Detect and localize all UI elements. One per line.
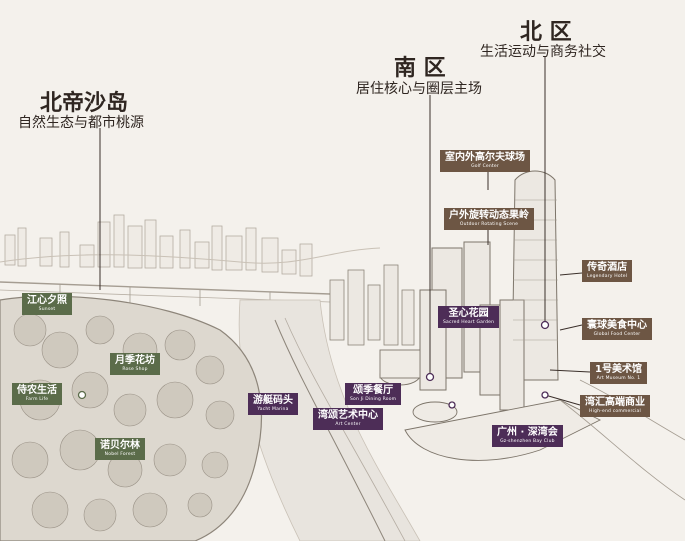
label-art-museum[interactable]: 1号美术馆 Art Museum No. 1: [590, 362, 647, 384]
label-dining-room-zh: 颂季餐厅: [353, 385, 394, 396]
label-art-center-en: Art Center: [335, 422, 361, 427]
north-zone-subtitle: 生活运动与商务社交: [480, 44, 606, 60]
label-yacht-marina[interactable]: 游艇码头 Yacht Marina: [248, 393, 298, 415]
label-sunset[interactable]: 江心夕照 Sunset: [22, 293, 72, 315]
label-farm-life-zh: 侍农生活: [17, 385, 57, 396]
label-rose-shop[interactable]: 月季花坊 Rose Shop: [110, 353, 160, 375]
label-golf-center-en: Golf Center: [471, 164, 499, 169]
label-bay-club-zh: 广州 · 深湾会: [497, 427, 558, 438]
south-zone-subtitle: 居住核心与圈层主场: [356, 81, 482, 97]
label-farm-life-en: Farm Life: [25, 397, 49, 402]
label-yacht-marina-zh: 游艇码头: [253, 395, 293, 406]
label-sacred-heart-garden[interactable]: 圣心花园 Sacred Heart Garden: [438, 306, 500, 328]
label-dining-room[interactable]: 颂季餐厅 Son Ji Dining Room: [345, 383, 402, 405]
label-sacred-heart-garden-zh: 圣心花园: [448, 308, 489, 319]
label-sunset-zh: 江心夕照: [27, 295, 67, 306]
label-global-food-zh: 寰球美食中心: [587, 320, 647, 331]
label-sunset-en: Sunset: [38, 307, 56, 312]
label-art-museum-zh: 1号美术馆: [595, 364, 642, 375]
label-high-end-commercial-en: High-end commercial: [589, 409, 641, 414]
north-zone-title: 北 区: [520, 19, 572, 45]
label-rose-shop-zh: 月季花坊: [115, 355, 155, 366]
label-golf-center-zh: 室内外高尔夫球场: [445, 152, 525, 163]
label-yacht-marina-en: Yacht Marina: [257, 407, 289, 412]
label-farm-life[interactable]: 侍农生活 Farm Life: [12, 383, 62, 405]
label-dining-room-en: Son Ji Dining Room: [350, 397, 397, 402]
label-bay-club-en: Gz-shenzhen Bay Club: [500, 439, 555, 444]
label-sacred-heart-garden-en: Sacred Heart Garden: [443, 320, 495, 325]
label-rose-shop-en: Rose Shop: [122, 367, 148, 372]
north-island-subtitle: 自然生态与都市桃源: [18, 115, 144, 131]
label-outdoor-rotating-zh: 户外旋转动态果岭: [449, 210, 529, 221]
label-global-food[interactable]: 寰球美食中心 Global Food Center: [582, 318, 652, 340]
label-art-museum-en: Art Museum No. 1: [596, 376, 641, 381]
south-zone-title: 南 区: [394, 55, 446, 81]
label-high-end-commercial-zh: 湾汇高端商业: [585, 397, 645, 408]
label-outdoor-rotating-en: Outdoor Rotating Scene: [459, 222, 519, 227]
label-legendary-hotel-zh: 传奇酒店: [587, 262, 628, 273]
label-bay-club[interactable]: 广州 · 深湾会 Gz-shenzhen Bay Club: [492, 425, 563, 447]
label-art-center-zh: 湾颂艺术中心: [318, 410, 378, 421]
label-art-center[interactable]: 湾颂艺术中心 Art Center: [313, 408, 383, 430]
north-island-title: 北帝沙岛: [40, 90, 129, 116]
label-global-food-en: Global Food Center: [593, 332, 641, 337]
label-legendary-hotel[interactable]: 传奇酒店 Legendary Hotel: [582, 260, 633, 282]
label-nobel-forest[interactable]: 诺贝尔林 Nobel Forest: [95, 438, 145, 460]
label-high-end-commercial[interactable]: 湾汇高端商业 High-end commercial: [580, 395, 650, 417]
label-legendary-hotel-en: Legendary Hotel: [587, 274, 628, 279]
label-golf-center[interactable]: 室内外高尔夫球场 Golf Center: [440, 150, 530, 172]
label-nobel-forest-zh: 诺贝尔林: [100, 440, 140, 451]
label-nobel-forest-en: Nobel Forest: [104, 452, 136, 457]
label-outdoor-rotating[interactable]: 户外旋转动态果岭 Outdoor Rotating Scene: [444, 208, 534, 230]
